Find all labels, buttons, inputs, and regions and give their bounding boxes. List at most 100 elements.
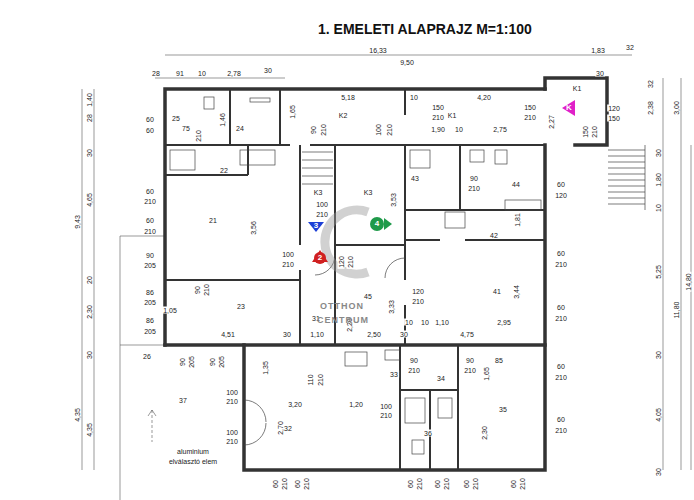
marker-label: 3 bbox=[313, 222, 319, 230]
dimension-label: 3,00 bbox=[673, 100, 680, 116]
dimension-label: 120 bbox=[338, 255, 345, 269]
dimension-label: 24 bbox=[235, 125, 245, 132]
dimension-label: 100 bbox=[315, 201, 329, 208]
dimension-label: 3,44 bbox=[513, 284, 520, 300]
dimension-label: 30 bbox=[263, 67, 273, 74]
dimension-label: 210 bbox=[443, 477, 450, 491]
dimension-label: 210 bbox=[591, 125, 598, 139]
dimension-label: 150 bbox=[431, 104, 445, 111]
dimension-label: 60 bbox=[556, 363, 566, 370]
dimension-label: 120 bbox=[554, 192, 568, 199]
dimension-label: 91 bbox=[175, 70, 185, 77]
dimension-label: 4,65 bbox=[86, 192, 93, 208]
dimension-label: 210 bbox=[407, 367, 421, 374]
dimension-label: 60 bbox=[145, 116, 155, 123]
dimension-label: K3 bbox=[313, 189, 324, 196]
dimension-label: 1,35 bbox=[262, 360, 269, 376]
dimension-label: 86 bbox=[145, 317, 155, 324]
dimension-label: 4,20 bbox=[476, 94, 492, 101]
dimension-label: 1,65 bbox=[289, 104, 296, 120]
dimension-label: 210 bbox=[523, 114, 537, 121]
dimension-label: 1,46 bbox=[219, 112, 226, 128]
dimension-label: 205 bbox=[218, 355, 225, 369]
dimension-label: 90 bbox=[209, 357, 216, 367]
dimension-label: 4,51 bbox=[220, 331, 236, 338]
dimension-label: 100 bbox=[281, 251, 295, 258]
dimension-label: 1,05 bbox=[162, 307, 178, 314]
dimension-label: 43 bbox=[410, 175, 420, 182]
dimension-label: 60 bbox=[145, 127, 155, 134]
dimension-label: 44 bbox=[511, 181, 521, 188]
dimension-label: 45 bbox=[363, 293, 373, 300]
dimension-label: K2 bbox=[338, 112, 349, 119]
dimension-label: 2,70 bbox=[277, 420, 284, 436]
dimension-label: 60 bbox=[434, 479, 441, 489]
dimension-label: 3,20 bbox=[287, 401, 303, 408]
dimension-label: 37 bbox=[178, 397, 188, 404]
dimension-label: 100 bbox=[379, 403, 393, 410]
dimension-label: 4,05 bbox=[655, 407, 662, 423]
dimension-label: 150 bbox=[607, 115, 621, 122]
dimension-label: 60 bbox=[272, 479, 279, 489]
dimension-label: 90 bbox=[145, 252, 155, 259]
dimension-label: 150 bbox=[523, 104, 537, 111]
dimension-label: 10 bbox=[404, 319, 414, 326]
dimension-label: 35 bbox=[498, 406, 508, 413]
dimension-label: 2,95 bbox=[496, 319, 512, 326]
dimension-label: 60 bbox=[556, 304, 566, 311]
dimension-label: 90 bbox=[310, 125, 317, 135]
dimension-label: 100 bbox=[225, 389, 239, 396]
dimension-label: elválasztó elem bbox=[168, 458, 218, 465]
dimension-label: 10 bbox=[454, 126, 464, 133]
dimension-label: 32 bbox=[647, 79, 654, 89]
dimension-label: 30 bbox=[86, 350, 93, 360]
dimension-label: 210 bbox=[416, 477, 423, 491]
dimension-label: K1 bbox=[447, 112, 458, 119]
dimension-label: 4,35 bbox=[74, 407, 81, 423]
dimension-label: 1,20 bbox=[348, 401, 364, 408]
dimension-label: 210 bbox=[281, 261, 295, 268]
dimension-label: 30 bbox=[399, 331, 409, 338]
dimension-label: 10 bbox=[409, 94, 419, 101]
dimension-label: 210 bbox=[554, 315, 568, 322]
dimension-label: 36 bbox=[423, 430, 433, 437]
dimension-label: 75 bbox=[181, 125, 191, 132]
dimension-label: 210 bbox=[554, 374, 568, 381]
dimension-label: 9,50 bbox=[399, 59, 415, 66]
plan-title: 1. EMELETI ALAPRAJZ M=1:100 bbox=[318, 22, 532, 36]
dimension-label: 205 bbox=[143, 328, 157, 335]
dimension-label: 90 bbox=[465, 357, 475, 364]
dimension-label: 32 bbox=[283, 425, 293, 432]
dimension-label: 90 bbox=[409, 357, 419, 364]
dimension-label: 14,80 bbox=[685, 272, 692, 292]
dimension-label: 30 bbox=[655, 148, 662, 158]
dimension-label: 34 bbox=[436, 375, 446, 382]
dimension-label: 60 bbox=[145, 217, 155, 224]
dimension-label: 90 bbox=[469, 175, 479, 182]
dimension-label: 90 bbox=[179, 357, 186, 367]
dimension-label: 26 bbox=[142, 353, 152, 360]
dimension-label: 33 bbox=[389, 371, 399, 378]
dimension-label: 3,56 bbox=[250, 220, 257, 236]
dimension-label: 60 bbox=[294, 479, 301, 489]
dimension-label: 30 bbox=[282, 331, 292, 338]
dimension-label: 1,40 bbox=[86, 92, 93, 108]
dimension-label: 210 bbox=[281, 477, 288, 491]
dimension-label: 1,10 bbox=[309, 331, 325, 338]
dimension-label: 205 bbox=[143, 262, 157, 269]
watermark-text: CENTRUM bbox=[316, 316, 370, 325]
dimension-label: 1,65 bbox=[483, 366, 490, 382]
dimension-label: 11,80 bbox=[673, 301, 680, 320]
dimension-label: 210 bbox=[379, 412, 393, 419]
dimension-label: K1 bbox=[572, 85, 583, 92]
dimension-label: 110 bbox=[307, 373, 314, 386]
dimension-label: 210 bbox=[225, 398, 239, 405]
dimension-label: 32 bbox=[625, 44, 635, 51]
dimension-label: 3,53 bbox=[390, 192, 397, 208]
dimension-label: 28 bbox=[151, 70, 161, 77]
dimension-label: 2,30 bbox=[86, 304, 93, 320]
dimension-label: 2,38 bbox=[647, 100, 654, 116]
dimension-label: 60 bbox=[556, 181, 566, 188]
dimension-label: 210 bbox=[143, 228, 157, 235]
